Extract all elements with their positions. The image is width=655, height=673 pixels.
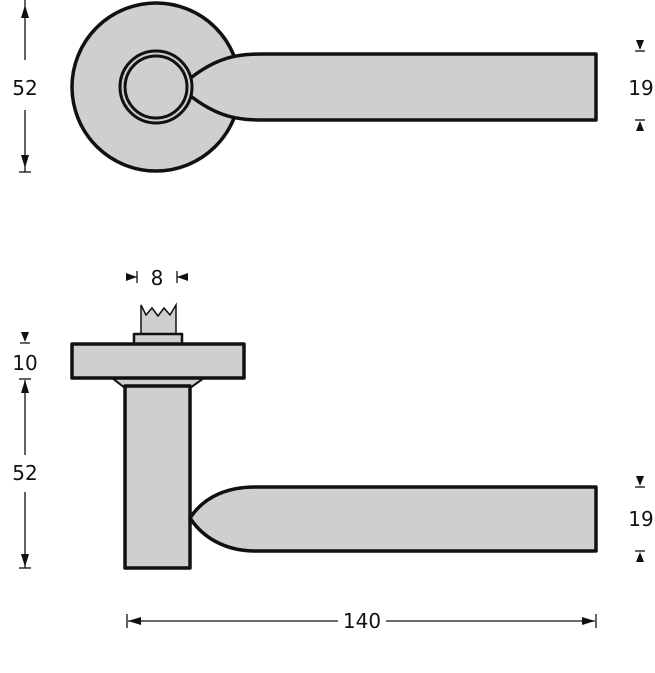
lever-side — [188, 485, 598, 553]
neck-height-dimension: 52 — [12, 378, 38, 569]
top-view — [70, 1, 598, 173]
neck — [123, 384, 192, 570]
length-label: 140 — [343, 609, 381, 633]
top-lever-width-dimension: 19 — [628, 40, 654, 131]
lever-top — [178, 52, 598, 122]
top-height-dimension: 52 — [12, 0, 38, 173]
spindle-ring-inner — [123, 54, 189, 120]
rose-thickness-dimension: 10 — [12, 332, 38, 375]
rose-plate — [70, 342, 246, 380]
top-height-label: 52 — [12, 76, 37, 100]
side-lever-width-dimension: 19 — [628, 476, 654, 562]
spindle-dimension: 8 — [126, 266, 188, 290]
side-lever-width-label: 19 — [628, 507, 653, 531]
side-view — [70, 302, 598, 570]
spindle — [140, 302, 177, 336]
length-dimension: 140 — [126, 609, 597, 633]
rose-thickness-label: 10 — [12, 351, 37, 375]
neck-height-label: 52 — [12, 461, 37, 485]
top-lever-width-label: 19 — [628, 76, 653, 100]
spindle-label: 8 — [151, 266, 164, 290]
